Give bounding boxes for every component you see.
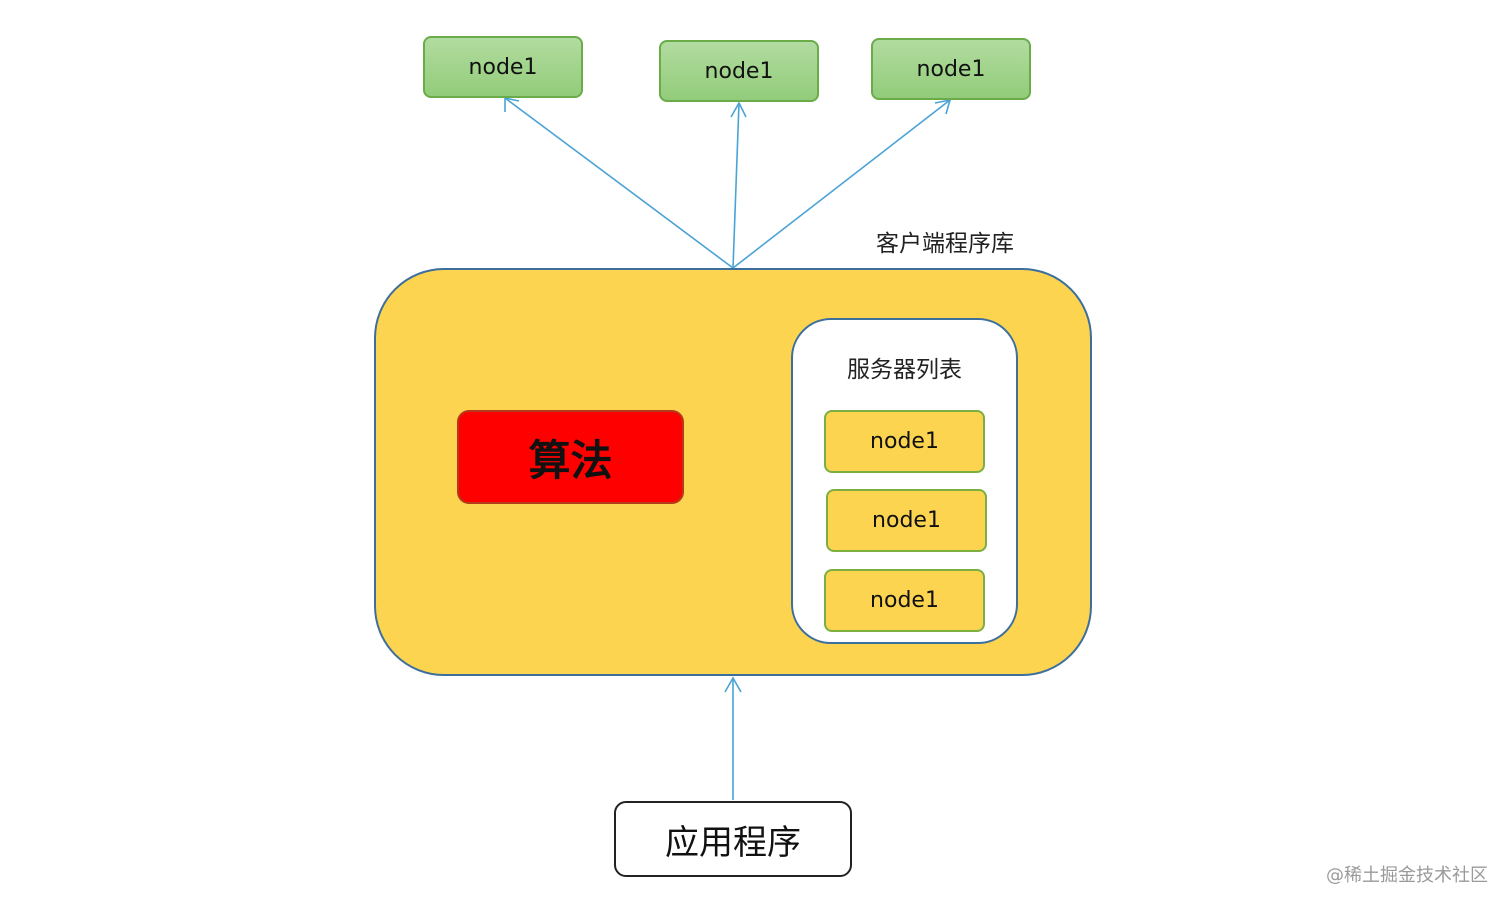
server-list-title: 服务器列表 — [847, 357, 962, 383]
arrow-head-node-1 — [504, 97, 520, 112]
algorithm-box: 算法 — [457, 410, 684, 504]
arrow-head-node-3 — [934, 98, 952, 115]
top-node-1: node1 — [423, 36, 583, 98]
arrow-head-client — [724, 676, 742, 693]
arrow-to-node-2 — [732, 102, 740, 269]
server-node-2: node1 — [826, 489, 987, 552]
client-library-label: 客户端程序库 — [876, 231, 1014, 257]
arrow-head-node-2 — [730, 101, 747, 118]
server-node-3: node1 — [824, 569, 985, 632]
top-node-3: node1 — [871, 38, 1031, 100]
server-node-1: node1 — [824, 410, 985, 473]
watermark: @稀土掘金技术社区 — [1326, 865, 1488, 886]
application-box: 应用程序 — [614, 801, 852, 877]
top-node-2: node1 — [659, 40, 819, 102]
arrow-to-node-3 — [732, 99, 951, 269]
arrow-to-node-1 — [504, 97, 734, 269]
